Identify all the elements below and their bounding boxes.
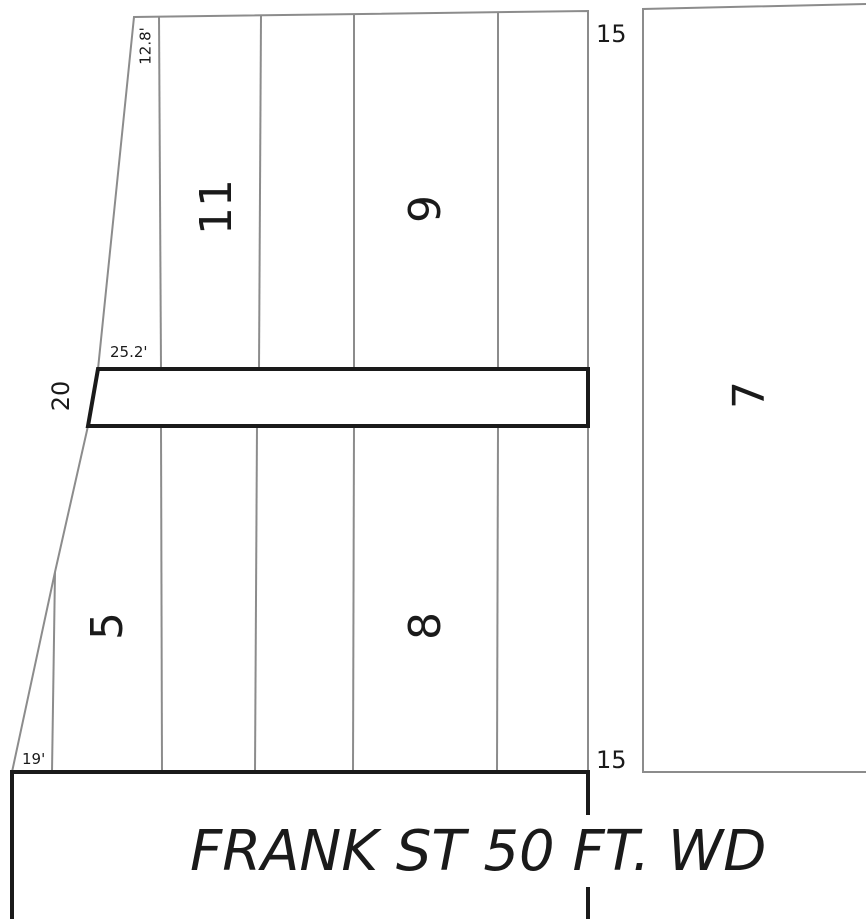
lot-5-label: 5 <box>82 612 133 640</box>
lot-8-label: 8 <box>400 612 451 640</box>
lot-line-lower-1 <box>51 571 56 773</box>
lot-9-label: 9 <box>400 195 451 223</box>
alley-outline <box>85 367 590 428</box>
dimension-bottom-left: 19' <box>22 750 45 768</box>
lot-line-upper-2 <box>258 14 262 370</box>
lot-line-lower-3 <box>254 425 258 773</box>
lot-line-lower-4 <box>352 425 355 773</box>
dimension-top-left: 12.8' <box>137 27 155 65</box>
lot-line-upper-1 <box>158 15 162 370</box>
lot-line-lower-5 <box>496 425 499 773</box>
dimension-top-right: 15 <box>596 20 627 48</box>
lot-11-label: 11 <box>191 179 242 235</box>
lot-7-label: 7 <box>724 381 775 409</box>
street-label-backdrop <box>190 815 610 887</box>
street-label: FRANK ST 50 FT. WD <box>190 819 766 884</box>
dimension-alley-left: 25.2' <box>110 343 148 361</box>
lower-block-outline <box>11 425 89 773</box>
lot-line-lower-2 <box>160 425 163 773</box>
dimension-alley-side: 20 <box>47 381 75 412</box>
dimension-bottom-right: 15 <box>596 746 627 774</box>
lot-7-parcel <box>642 3 866 773</box>
upper-block-outline <box>97 9 589 370</box>
